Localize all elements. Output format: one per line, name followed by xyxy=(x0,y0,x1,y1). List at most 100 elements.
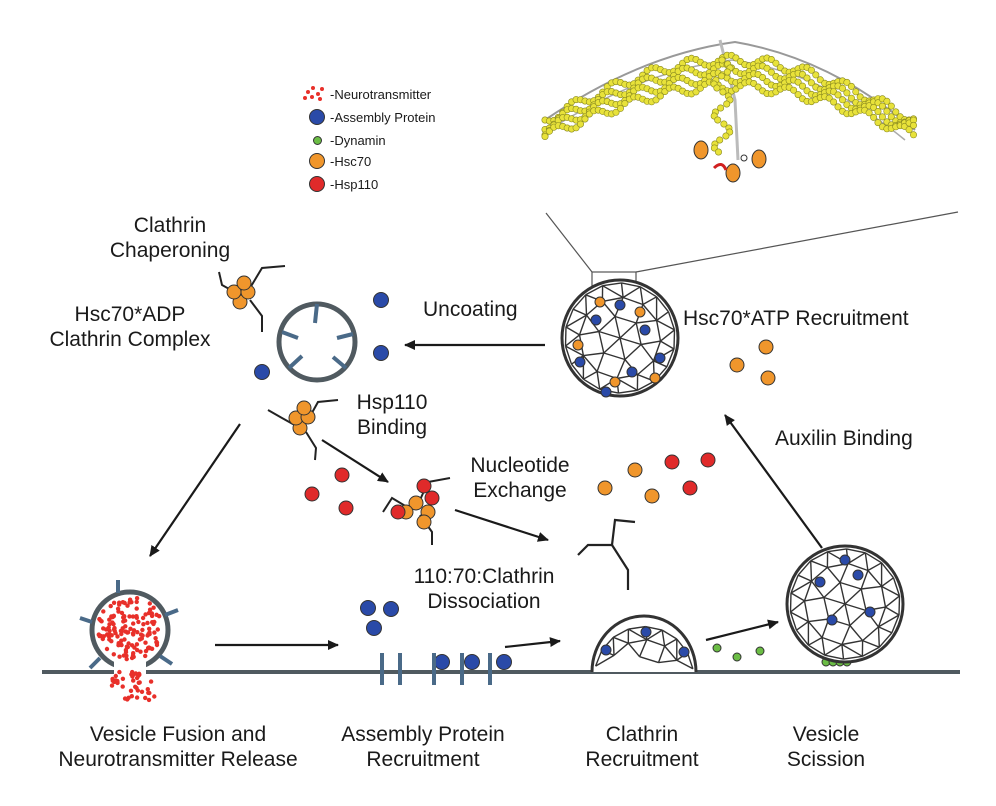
lattice-strut xyxy=(841,639,863,646)
neurotransmitter-particle xyxy=(111,621,116,627)
neurotransmitter-particle xyxy=(113,673,119,679)
helix-bead xyxy=(834,91,842,99)
lattice-strut xyxy=(789,592,792,613)
label-vesicle-scission: Vesicle Scission xyxy=(786,723,866,771)
hsc70-molecule xyxy=(634,306,646,318)
lattice-strut xyxy=(790,580,812,594)
lattice-strut xyxy=(803,580,813,602)
budding-vesicle xyxy=(785,544,905,664)
lattice-strut xyxy=(804,596,825,602)
neurotransmitter-particle xyxy=(138,649,143,654)
lattice-strut xyxy=(598,330,621,339)
lattice-strut xyxy=(810,560,828,569)
hsc70-molecule xyxy=(594,296,606,308)
lattice-strut xyxy=(637,360,654,376)
helix-bead xyxy=(838,96,846,104)
helix-bead xyxy=(870,104,878,112)
lattice-strut xyxy=(565,308,574,328)
helix-bead xyxy=(825,94,833,102)
helix-bead xyxy=(696,84,704,92)
assembly-protein-molecule xyxy=(852,569,864,581)
helix-bead xyxy=(723,68,731,76)
label-hsc70-atp-recruitment: Hsc70*ATP Recruitment xyxy=(683,307,909,330)
neurotransmitter-particle xyxy=(146,697,152,703)
neurotransmitter-particle xyxy=(101,634,107,639)
lattice-strut xyxy=(808,618,829,623)
neurotransmitter-particle xyxy=(122,614,127,619)
hsp110-molecule xyxy=(700,452,716,468)
hsc70-molecule xyxy=(236,275,252,291)
helix-bead xyxy=(852,88,860,96)
lattice-strut xyxy=(639,656,659,664)
helix-bead xyxy=(767,55,775,63)
neurotransmitter-particle xyxy=(131,621,136,626)
lattice-strut xyxy=(640,344,655,362)
legend-hsc70: -Hsc70 xyxy=(304,150,371,172)
lattice-strut xyxy=(847,562,869,572)
lattice-strut xyxy=(807,621,823,638)
helix-bead xyxy=(754,83,762,91)
neurotransmitter-particle xyxy=(131,628,137,633)
lattice-strut xyxy=(823,596,846,605)
lattice-strut xyxy=(877,626,880,648)
helix-bead xyxy=(717,104,725,112)
legend-assembly-protein: -Assembly Protein xyxy=(304,106,435,128)
helix-bead xyxy=(621,99,629,107)
lattice-strut xyxy=(622,286,641,299)
helix-bead xyxy=(807,66,815,74)
lattice-strut xyxy=(841,644,845,660)
lattice-strut xyxy=(823,581,841,599)
helix-bead xyxy=(716,136,724,144)
lattice-strut xyxy=(823,597,830,620)
helix-bead xyxy=(759,74,767,82)
lattice-strut xyxy=(860,570,869,590)
neurotransmitter-particle xyxy=(137,637,143,642)
lattice-strut xyxy=(864,552,882,564)
assembly-protein-molecule xyxy=(590,314,602,326)
helix-bead xyxy=(883,107,891,115)
lattice-strut xyxy=(598,315,616,333)
helix-bead xyxy=(905,126,913,134)
lattice-strut xyxy=(638,639,648,657)
lattice-strut xyxy=(661,629,678,640)
assembly-protein-molecule xyxy=(574,356,586,368)
neurotransmitter-particle xyxy=(131,651,136,656)
neurotransmitter-particle xyxy=(107,622,112,627)
neurotransmitter-particle xyxy=(120,684,125,689)
legend-neurotransmitter: -Neurotransmitter xyxy=(304,83,431,105)
neurotransmitter-particle xyxy=(128,688,134,693)
neurotransmitter-particles xyxy=(96,596,162,703)
lattice-strut xyxy=(620,282,624,298)
lattice-strut xyxy=(602,282,622,287)
neurotransmitter-particle xyxy=(101,626,106,631)
neurotransmitter-particle xyxy=(101,609,106,614)
dynamin-molecule xyxy=(732,652,742,662)
assembly-protein-molecule xyxy=(464,654,480,670)
hsp110-molecule xyxy=(682,480,698,496)
lattice-strut xyxy=(660,329,675,342)
helix-bead xyxy=(843,89,851,97)
hsc70-molecule xyxy=(572,339,584,351)
lattice-strut xyxy=(613,642,629,656)
assembly-protein-icon xyxy=(309,109,325,125)
lattice-strut xyxy=(839,582,846,605)
legend-label: -Dynamin xyxy=(330,132,386,148)
neurotransmitter-particle xyxy=(104,646,110,652)
helix-bead xyxy=(572,124,580,132)
lattice-strut xyxy=(877,606,887,628)
neurotransmitter-particle xyxy=(134,695,140,700)
neurotransmitter-particle xyxy=(128,626,133,631)
lattice-strut xyxy=(790,574,799,594)
helix-bead xyxy=(692,88,700,96)
lattice-strut xyxy=(808,636,823,646)
assembly-protein-molecule xyxy=(383,601,399,617)
helix-bead xyxy=(732,54,740,62)
lattice-strut xyxy=(864,552,869,571)
legend-hsp110: -Hsp110 xyxy=(304,173,378,195)
lattice-strut xyxy=(885,606,900,616)
assembly-protein-molecule xyxy=(839,554,851,566)
lattice-strut xyxy=(810,560,813,582)
helix-bead xyxy=(720,120,728,128)
